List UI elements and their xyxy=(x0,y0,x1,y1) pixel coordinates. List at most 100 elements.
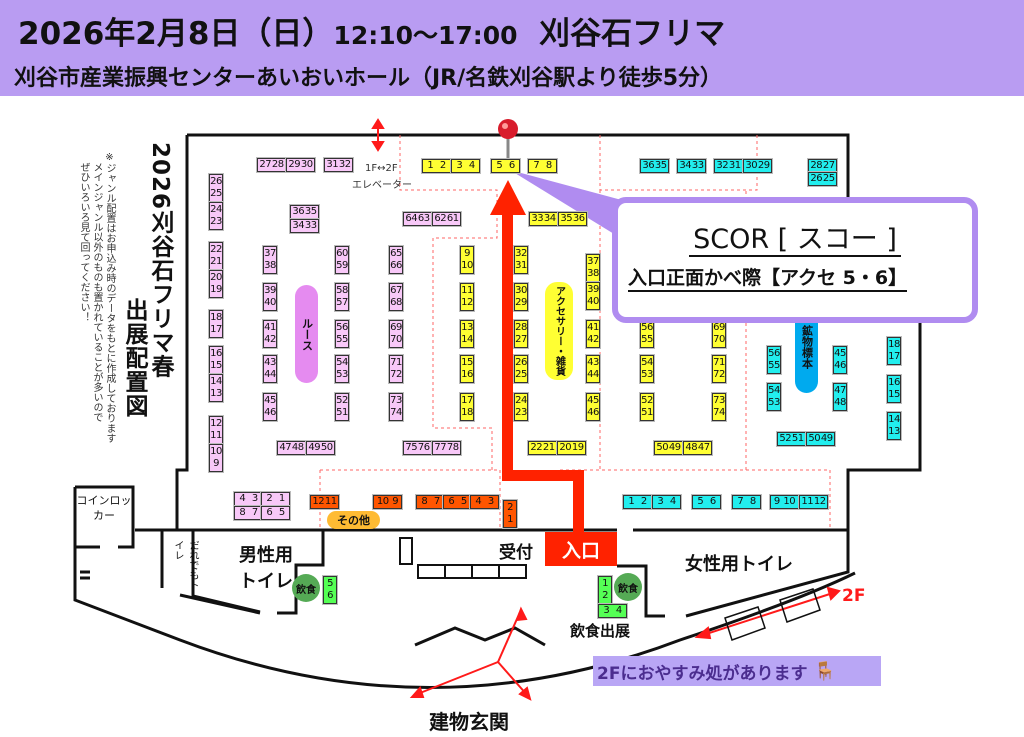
booth-number: 1 xyxy=(628,496,635,507)
booth-number: 11 xyxy=(324,496,337,507)
loose-genre-label: ルース xyxy=(295,285,318,383)
booth-number: 2 xyxy=(439,160,446,171)
booth-number: 7 xyxy=(533,160,540,171)
booth-number: 41 xyxy=(264,322,276,333)
booth-number: 73 xyxy=(390,395,402,406)
booth-number: 39 xyxy=(264,285,276,296)
booth-number: 5 xyxy=(697,496,704,507)
booth-number: 18 xyxy=(461,407,473,418)
booth-number: 26 xyxy=(515,357,527,368)
elevator-label: エレベーター xyxy=(352,180,412,191)
event-title: 2026年2月8日（日）12:10〜17:00 刈谷石フリマ xyxy=(18,8,725,53)
booth-number: 4 xyxy=(239,493,246,504)
booth-number: 9 xyxy=(213,458,219,469)
booth-number: 42 xyxy=(587,334,599,345)
booth-number: 33 xyxy=(531,213,544,224)
booth-number: 6 xyxy=(448,496,455,507)
booth-number: 10 xyxy=(783,496,796,507)
booth-number: 52 xyxy=(336,395,348,406)
booth-number: 44 xyxy=(587,369,599,380)
booth-number: 52 xyxy=(641,395,653,406)
booth-number: 17 xyxy=(210,324,222,335)
booth-number: 10 xyxy=(461,260,473,271)
booth-number: 56 xyxy=(768,348,780,359)
exhibitor-callout: SCOR [ スコー ] 入口正面かべ際【アクセ 5・6】 xyxy=(612,197,978,323)
booth-number: 45 xyxy=(587,395,599,406)
booth-number: 2 xyxy=(266,493,273,504)
booth-number: 45 xyxy=(264,395,276,406)
booth-number: 67 xyxy=(390,285,402,296)
booth-number: 27 xyxy=(822,160,835,171)
booth-number: 73 xyxy=(713,395,725,406)
food-marker: 飲食 xyxy=(614,573,642,601)
booth-number: 24 xyxy=(210,204,222,215)
booth-number: 57 xyxy=(336,297,348,308)
booth-number: 22 xyxy=(530,442,543,453)
booth-number: 1 xyxy=(602,578,608,589)
booth-number: 54 xyxy=(336,357,348,368)
booth-number: 39 xyxy=(587,284,599,295)
booth-number: 71 xyxy=(713,357,725,368)
universal-toilet-label: だれでもトイレ xyxy=(172,540,198,590)
booth-number: 49 xyxy=(668,442,681,453)
booth-number: 4 xyxy=(669,496,676,507)
booth-number: 55 xyxy=(336,334,348,345)
booth-number: 2 xyxy=(602,590,608,601)
booth-number: 64 xyxy=(405,213,418,224)
food-marker: 飲食 xyxy=(292,574,320,602)
event-time: 12:10〜17:00 xyxy=(333,21,518,50)
booth-number: 11 xyxy=(461,285,473,296)
booth-number: 9 xyxy=(773,496,780,507)
booth-number: 71 xyxy=(390,357,402,368)
booth-number: 23 xyxy=(210,216,222,227)
booth-number: 49 xyxy=(820,433,833,444)
booth-number: 7 xyxy=(251,507,258,518)
booth-number: 14 xyxy=(888,414,900,425)
booth-number: 44 xyxy=(264,369,276,380)
booth-number: 10 xyxy=(210,446,222,457)
booth-number: 7 xyxy=(737,496,744,507)
booth-number: 55 xyxy=(641,334,653,345)
header-banner: 2026年2月8日（日）12:10〜17:00 刈谷石フリマ 刈谷市産業振興セン… xyxy=(0,0,1024,96)
booth-number: 3 xyxy=(456,160,463,171)
booth-number: 15 xyxy=(461,357,473,368)
booth-number: 51 xyxy=(791,433,804,444)
booth-number: 12 xyxy=(461,297,473,308)
mens-toilet-label: 男性用トイレ xyxy=(239,545,293,592)
booth-number: 20 xyxy=(559,442,572,453)
booth-number: 9 xyxy=(464,248,470,259)
venue: 刈谷市産業振興センターあいおいホール（JR/名鉄刈谷駅より徒歩5分） xyxy=(14,66,723,91)
booth-number: 31 xyxy=(326,159,339,170)
booth-number: 4 xyxy=(468,160,475,171)
booth-number: 51 xyxy=(336,407,348,418)
booth-number: 4 xyxy=(475,496,482,507)
booth-number: 33 xyxy=(304,220,317,231)
